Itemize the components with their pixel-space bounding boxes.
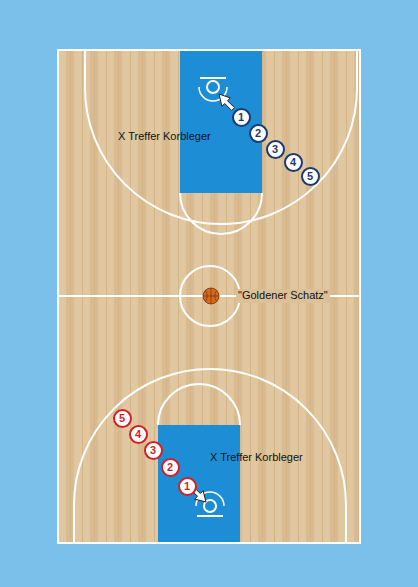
number-circle: 1	[232, 108, 251, 127]
key-area	[180, 50, 262, 193]
number-circle: 5	[113, 409, 132, 428]
callout-number: 4	[290, 157, 296, 168]
basket-ring	[207, 81, 219, 93]
court-label: X Treffer Korbleger	[210, 451, 303, 464]
ball-seams	[203, 288, 219, 304]
court-outline	[58, 50, 360, 543]
callout-number: 3	[272, 144, 278, 155]
callout-number: 1	[238, 112, 244, 123]
three-point-line	[85, 50, 357, 224]
basketball	[203, 288, 219, 304]
callout-number: 3	[150, 445, 156, 456]
court-lines	[58, 50, 360, 543]
number-circle: 1	[178, 477, 197, 496]
number-circle: 2	[161, 458, 180, 477]
callout-number: 5	[307, 171, 313, 182]
backboard	[200, 77, 226, 79]
number-circle: 4	[129, 425, 148, 444]
callout-number: 5	[119, 413, 125, 424]
ball	[203, 288, 219, 304]
number-circle: 5	[301, 167, 320, 186]
free-throw-circle	[158, 384, 240, 425]
number-circle: 3	[266, 140, 285, 159]
number-circle: 3	[144, 441, 163, 460]
callout-number: 2	[255, 128, 261, 139]
three-point-line	[74, 369, 346, 543]
free-throw-circle	[180, 193, 262, 234]
center-circle	[180, 266, 240, 326]
court-label: X Treffer Korbleger	[118, 130, 211, 143]
backboard	[197, 515, 223, 517]
court-floor	[58, 50, 360, 543]
number-circle: 2	[249, 124, 268, 143]
court-label: "Goldener Schatz"	[236, 289, 330, 302]
callout-number: 4	[135, 429, 141, 440]
callout-number: 1	[184, 481, 190, 492]
number-circle: 4	[284, 153, 303, 172]
key-area	[158, 425, 240, 543]
shot-arrow	[219, 94, 235, 111]
callout-number: 2	[167, 462, 173, 473]
